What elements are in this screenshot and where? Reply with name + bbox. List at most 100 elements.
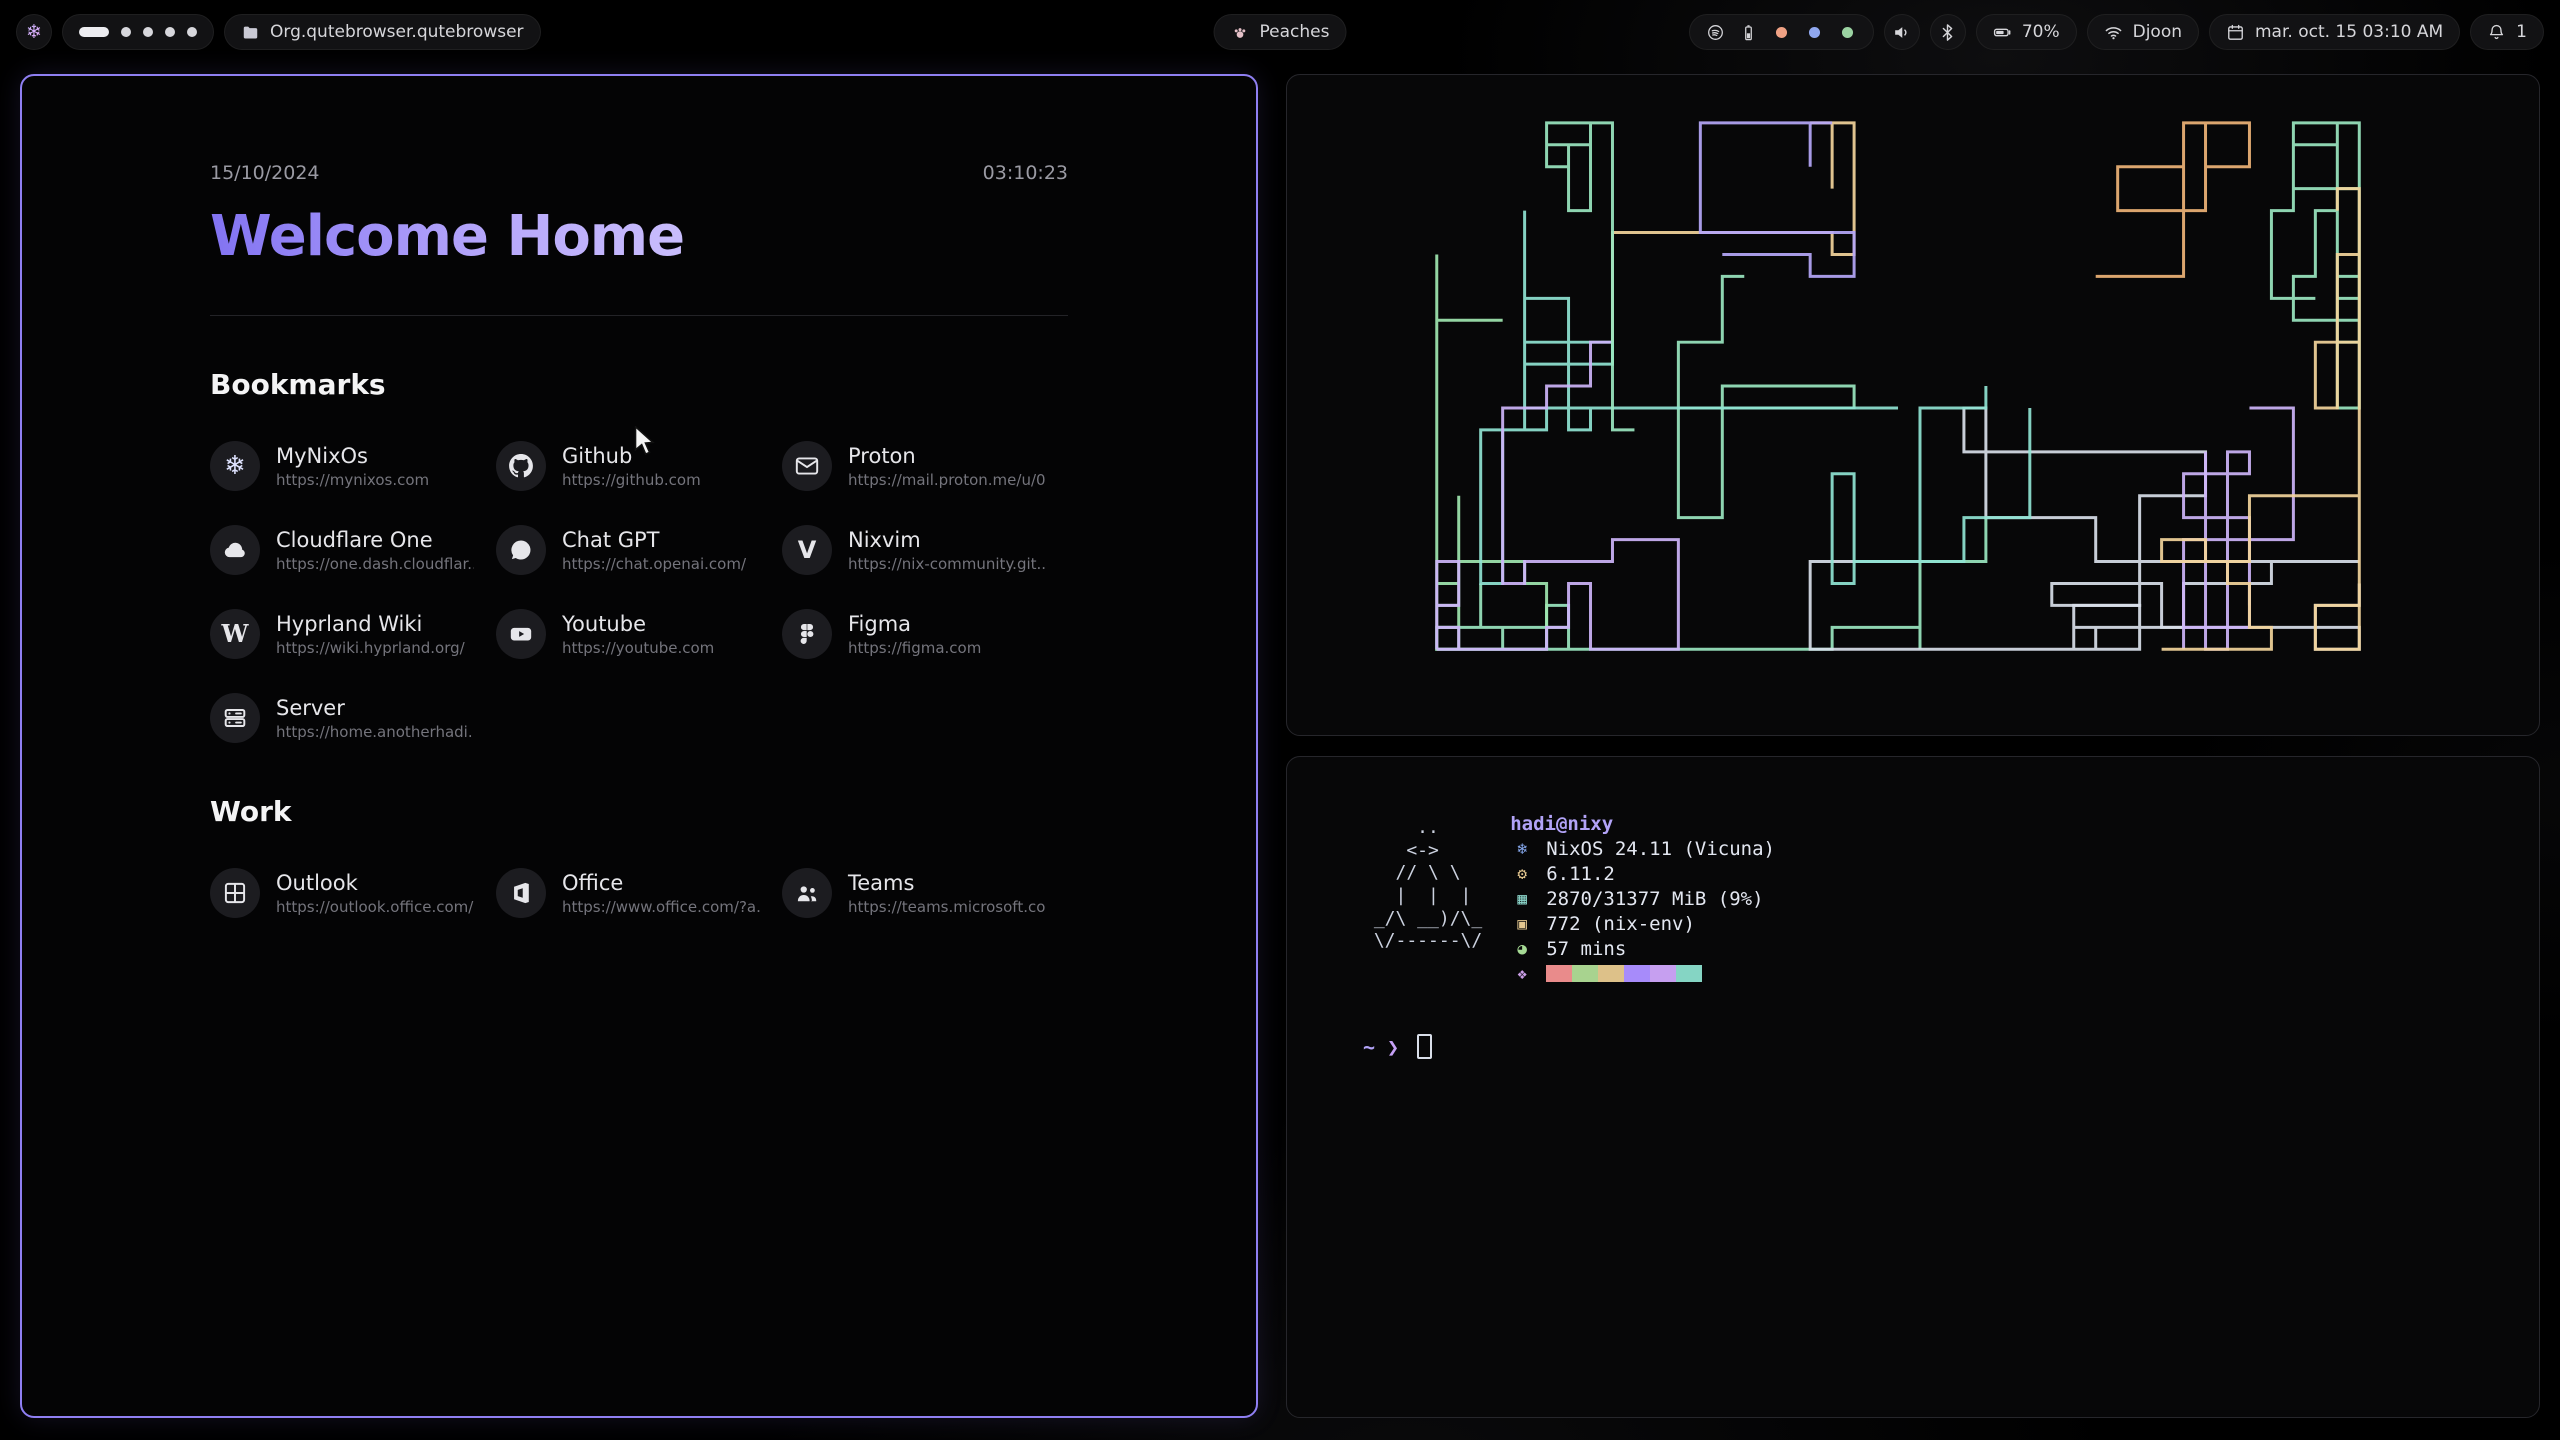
- mail-icon: [782, 441, 832, 491]
- app-tray-blue-icon[interactable]: [1805, 23, 1824, 42]
- bluetooth-button[interactable]: [1929, 14, 1966, 50]
- clock-chip[interactable]: mar. oct. 15 03:10 AM: [2209, 14, 2461, 50]
- memory-icon: ▦: [1517, 889, 1528, 908]
- terminal-window[interactable]: .. <-> // \ \ | | | _/\ __)/\_ \/------\…: [1286, 756, 2540, 1418]
- bell-icon: [2487, 23, 2506, 42]
- status-bar: ❄ Org.qutebrowser.qutebrowser Peaches: [16, 12, 2544, 52]
- battery-icon: [1993, 23, 2012, 42]
- bookmark-text: Server https://home.anotherhadi....: [276, 696, 474, 741]
- workspace-dot[interactable]: [187, 27, 197, 37]
- github-icon: [496, 441, 546, 491]
- workspace-active-pill[interactable]: [79, 27, 109, 37]
- bookmark-label: Nixvim: [848, 527, 921, 552]
- prompt-symbol: ❯: [1387, 1034, 1400, 1059]
- workspaces-indicator[interactable]: [62, 14, 214, 50]
- bookmark-url: https://home.anotherhadi....: [276, 722, 474, 741]
- startpage-date: 15/10/2024: [210, 162, 320, 184]
- terminal-color-palette: ❖: [1510, 961, 1775, 986]
- fastfetch-ascii-art: .. <-> // \ \ | | | _/\ __)/\_ \/------\…: [1373, 817, 1483, 952]
- bookmark-label: Hyprland Wiki: [276, 611, 423, 636]
- bookmark-label: Youtube: [562, 611, 646, 636]
- shell-prompt: ~ ❯: [1363, 1034, 2463, 1059]
- palette-swatch: [1572, 965, 1599, 982]
- kernel-icon: ⚙: [1517, 864, 1528, 883]
- profile-label: Peaches: [1259, 22, 1330, 42]
- bookmark-url: https://outlook.office.com/...: [276, 897, 474, 916]
- fastfetch-info-text: 6.11.2: [1546, 862, 1615, 885]
- fastfetch-block: .. <-> // \ \ | | | _/\ __)/\_ \/------\…: [1363, 811, 2463, 986]
- workspace-dot[interactable]: [143, 27, 153, 37]
- office-icon: [496, 868, 546, 918]
- network-name: Djoon: [2132, 22, 2182, 42]
- bar-right-group: 70% Djoon mar. oct. 15 03:10 AM 1: [1688, 14, 2544, 50]
- workspace-dot[interactable]: [165, 27, 175, 37]
- battery-percent: 70%: [2021, 22, 2060, 42]
- bookmark-label: Teams: [848, 870, 915, 895]
- bookmark-item[interactable]: Proton https://mail.proton.me/u/0...: [782, 441, 1068, 491]
- bookmark-item[interactable]: W Hyprland Wiki https://wiki.hyprland.org/: [210, 609, 496, 659]
- bookmark-url: https://youtube.com: [562, 638, 715, 657]
- app-tray-green-icon[interactable]: [1838, 23, 1857, 42]
- bookmark-text: Hyprland Wiki https://wiki.hyprland.org/: [276, 612, 465, 657]
- music-tray-icon[interactable]: [1706, 23, 1725, 42]
- outlook-icon: [210, 868, 260, 918]
- bookmark-url: https://mynixos.com: [276, 470, 430, 489]
- bookmark-url: https://figma.com: [848, 638, 982, 657]
- workspace-dot[interactable]: [121, 27, 131, 37]
- bookmark-url: https://wiki.hyprland.org/: [276, 638, 465, 657]
- terminal-cursor: [1417, 1034, 1433, 1059]
- server-icon: [210, 693, 260, 743]
- pipes-terminal-window: [1286, 74, 2540, 736]
- startpage-content: 15/10/2024 03:10:23 Welcome Home Bookmar…: [22, 76, 1256, 1416]
- folder-icon: [241, 23, 260, 42]
- figma-icon: [782, 609, 832, 659]
- terminal-content: .. <-> // \ \ | | | _/\ __)/\_ \/------\…: [1287, 757, 2539, 1113]
- bar-left-group: ❄ Org.qutebrowser.qutebrowser: [16, 14, 541, 50]
- bookmark-item[interactable]: Server https://home.anotherhadi....: [210, 693, 496, 743]
- wifi-icon: [2104, 23, 2123, 42]
- bookmark-url: https://chat.openai.com/: [562, 554, 747, 573]
- bookmark-item[interactable]: Youtube https://youtube.com: [496, 609, 782, 659]
- system-tray[interactable]: [1688, 14, 1874, 50]
- battery-chip[interactable]: 70%: [1975, 14, 2077, 50]
- bookmark-label: Proton: [848, 443, 916, 468]
- launcher-button[interactable]: ❄: [16, 14, 52, 50]
- palette-swatch: [1650, 965, 1677, 982]
- teams-icon: [782, 868, 832, 918]
- battery-tray-icon[interactable]: [1739, 23, 1758, 42]
- wiki-icon: W: [210, 609, 260, 659]
- fastfetch-info-line: ◕57 mins: [1510, 936, 1775, 961]
- fastfetch-info-text: 2870/31377 MiB (9%): [1546, 887, 1764, 910]
- volume-button[interactable]: [1883, 14, 1920, 50]
- volume-icon: [1892, 23, 1911, 42]
- startpage-title: Welcome Home: [210, 204, 685, 269]
- active-window-chip[interactable]: Org.qutebrowser.qutebrowser: [224, 14, 541, 50]
- bookmark-label: Chat GPT: [562, 527, 660, 552]
- fastfetch-info-line: ▣772 (nix-env): [1510, 911, 1775, 936]
- notification-count: 1: [2516, 22, 2527, 42]
- bookmark-label: Server: [276, 695, 345, 720]
- bookmark-item[interactable]: Chat GPT https://chat.openai.com/: [496, 525, 782, 575]
- bluetooth-icon: [1938, 23, 1957, 42]
- snowflake-icon: ❄: [1517, 839, 1528, 858]
- network-chip[interactable]: Djoon: [2086, 14, 2199, 50]
- startpage-time: 03:10:23: [982, 162, 1068, 184]
- app-tray-orange-icon[interactable]: [1772, 23, 1791, 42]
- bookmark-url: https://mail.proton.me/u/0...: [848, 470, 1046, 489]
- palette-swatch: [1624, 965, 1651, 982]
- notifications-chip[interactable]: 1: [2470, 14, 2544, 50]
- profile-chip[interactable]: Peaches: [1213, 14, 1347, 50]
- fastfetch-info-line: ▦ 2870/31377 MiB (9%): [1510, 886, 1775, 911]
